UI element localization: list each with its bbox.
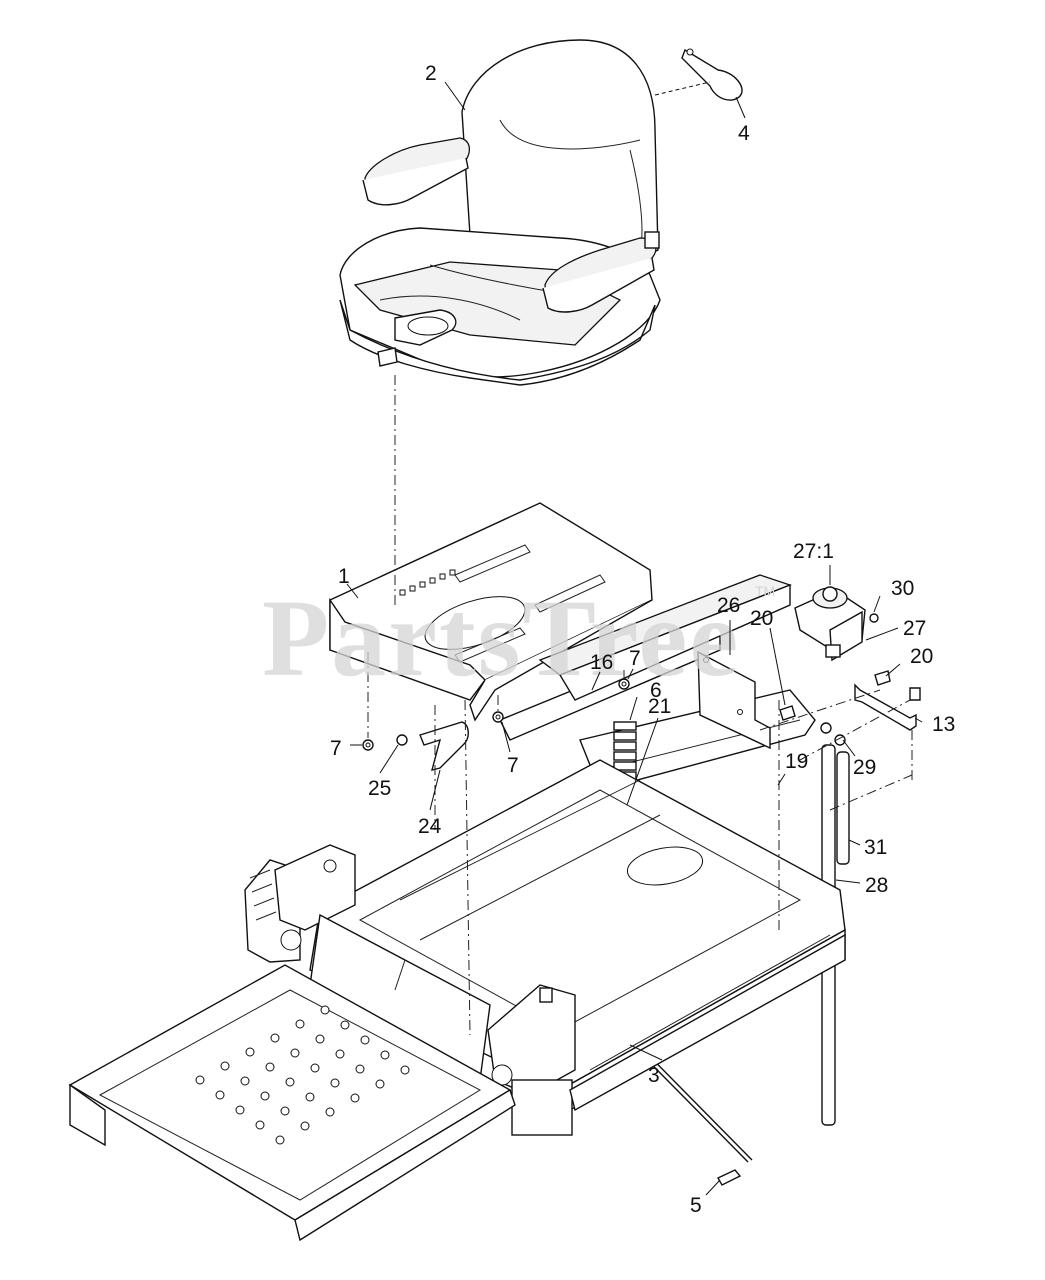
bracket-13[interactable] <box>854 683 921 731</box>
svg-text:PartsTree: PartsTree <box>262 577 740 699</box>
callout-25: 25 <box>368 777 391 800</box>
callout-20b: 20 <box>910 645 933 668</box>
callout-27-1: 27:1 <box>793 540 834 563</box>
callout-29: 29 <box>853 756 876 779</box>
rod-31[interactable] <box>836 751 850 865</box>
leader-lines <box>346 81 923 1196</box>
callout-labels: 1 2 3 4 5 6 7 7 7 13 16 19 20 20 21 24 2… <box>330 62 955 1217</box>
callout-19: 19 <box>785 750 808 773</box>
screw-20b <box>874 670 891 686</box>
seat-switch-lever[interactable] <box>654 48 743 101</box>
callout-13: 13 <box>932 713 955 736</box>
seat-support-bracket[interactable] <box>499 574 792 741</box>
clip-29a <box>820 722 832 734</box>
clip-29b <box>834 734 846 746</box>
callout-7b: 7 <box>507 754 519 777</box>
hour-meter-bracket[interactable] <box>794 586 866 662</box>
screw-30 <box>869 613 879 623</box>
clip-5 <box>717 1169 742 1186</box>
callout-24: 24 <box>418 815 442 838</box>
callout-20a: 20 <box>750 607 773 630</box>
callout-7a: 7 <box>330 737 342 760</box>
callout-30: 30 <box>891 577 914 600</box>
seat-pan[interactable] <box>329 502 653 722</box>
watermark: PartsTree TM <box>262 577 775 699</box>
callout-2: 2 <box>425 62 437 85</box>
callout-4: 4 <box>738 122 750 145</box>
foot-grip-holes <box>195 1005 410 1145</box>
adjust-slots <box>399 569 456 596</box>
callout-5: 5 <box>690 1194 702 1217</box>
callout-1: 1 <box>338 565 350 588</box>
callout-28: 28 <box>865 874 888 897</box>
callout-31: 31 <box>864 836 887 859</box>
main-frame[interactable] <box>68 759 846 1242</box>
callout-6: 6 <box>650 679 662 702</box>
callout-7c: 7 <box>629 647 641 670</box>
screw <box>396 734 408 746</box>
screw-20a <box>779 705 796 721</box>
nut-7b <box>492 711 504 723</box>
assembly-lines <box>367 375 913 1036</box>
nut-7a <box>362 739 374 751</box>
callout-21: 21 <box>648 695 671 718</box>
svg-text:TM: TM <box>755 583 775 599</box>
callout-16: 16 <box>590 651 613 674</box>
bracket[interactable] <box>419 721 469 771</box>
plate[interactable] <box>697 650 771 750</box>
callout-26: 26 <box>717 594 740 617</box>
callout-3: 3 <box>648 1064 660 1087</box>
seat[interactable] <box>339 39 661 386</box>
callout-27: 27 <box>903 617 926 640</box>
nut-7c <box>618 678 630 690</box>
